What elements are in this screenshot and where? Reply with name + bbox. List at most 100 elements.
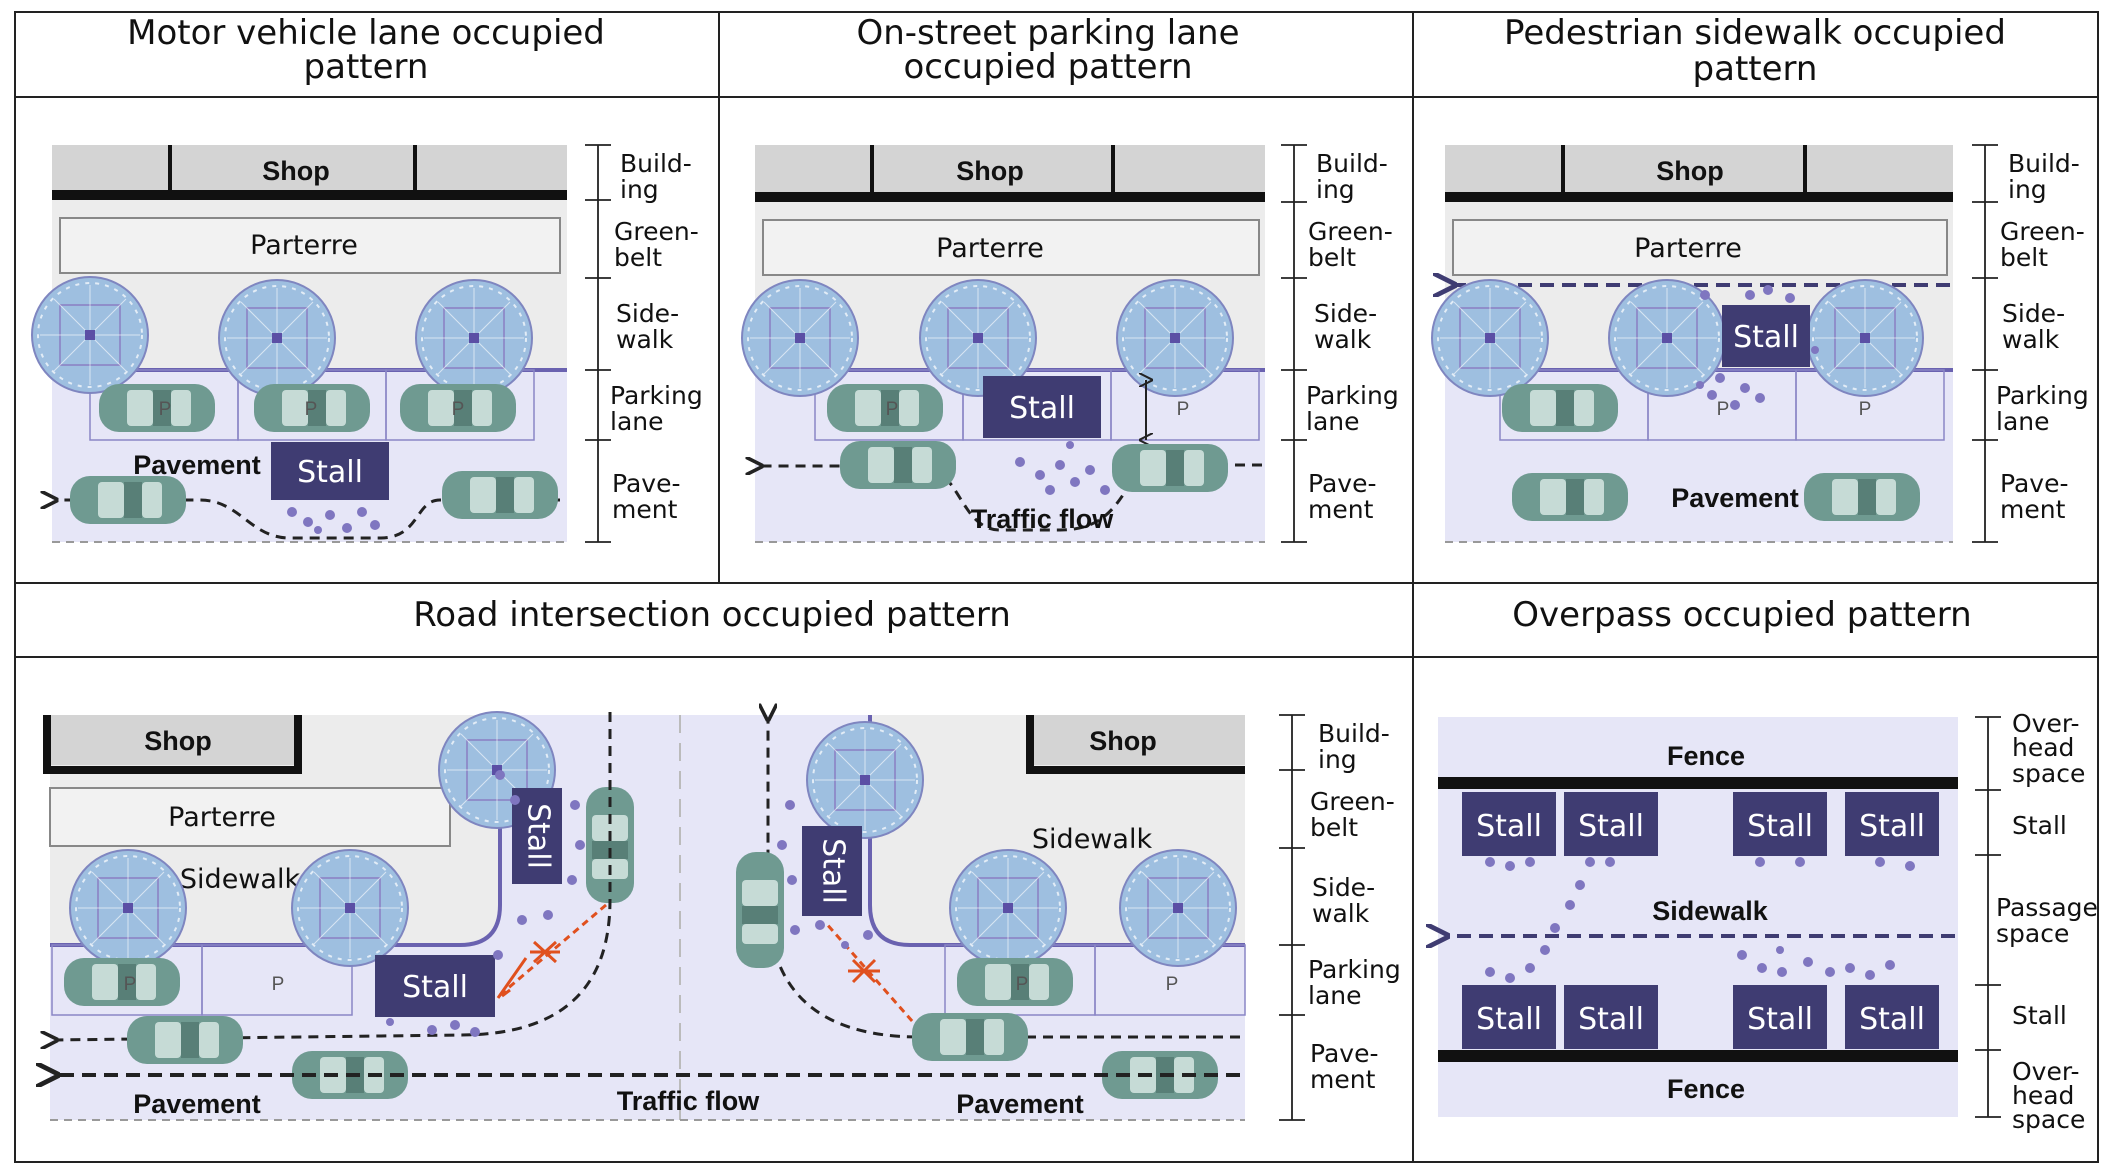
traffic-flow-label: Traffic flow: [617, 1086, 761, 1116]
stall-block: [983, 376, 1101, 438]
stall-label: Stall: [1733, 320, 1799, 355]
svg-text:lane: lane: [1308, 981, 1362, 1010]
svg-text:space: space: [2012, 1105, 2085, 1134]
parterre: [762, 219, 1260, 276]
shop-label: Shop: [1089, 726, 1157, 756]
svg-text:ing: ing: [620, 175, 659, 204]
svg-text:walk: walk: [1312, 899, 1370, 928]
sidewalk-label: Sidewalk: [1652, 896, 1769, 926]
shop-label: Shop: [144, 726, 212, 756]
svg-text:belt: belt: [1308, 243, 1356, 272]
fence-label: Fence: [1667, 1074, 1745, 1104]
pavement-label: Pavement: [956, 1089, 1084, 1119]
tree-icon: [1116, 279, 1234, 397]
svg-text:Pave-: Pave-: [2000, 469, 2068, 498]
dim-label-building: Build-: [620, 149, 692, 178]
crowd-dots: [287, 507, 380, 534]
dimension-scale: [1279, 714, 1305, 1121]
crowd-dots: [1485, 857, 1915, 983]
svg-text:ing: ing: [1316, 175, 1355, 204]
panel-intersection: Shop Parterre Sidewalk P P Stall Stall S…: [47, 712, 1401, 1121]
svg-text:walk: walk: [2002, 325, 2060, 354]
svg-text:Side-: Side-: [1314, 299, 1377, 328]
parterre: [59, 217, 561, 274]
fence-label: Fence: [1667, 741, 1745, 771]
svg-text:ing: ing: [1318, 745, 1357, 774]
stall-block: [1722, 305, 1810, 367]
panel-motor-vehicle: Shop Parterre P P P Pavement Stall: [31, 144, 703, 543]
parking-marker: P: [159, 399, 172, 420]
stall-label: Stall: [1009, 391, 1075, 426]
panel-title-motor-vehicle-line1: Motor vehicle lane occupied: [127, 13, 605, 53]
svg-text:ment: ment: [1308, 495, 1374, 524]
stall-block: [1564, 985, 1658, 1049]
parked-car-icon: [1502, 384, 1618, 432]
svg-text:walk: walk: [616, 325, 674, 354]
svg-text:P: P: [1177, 399, 1190, 420]
stall-block: [1462, 985, 1556, 1049]
svg-text:walk: walk: [1314, 325, 1372, 354]
dim-label-sidewalk: Side-: [616, 299, 679, 328]
svg-text:Green-: Green-: [2000, 217, 2085, 246]
panel-title-parking-line1: On-street parking lane: [856, 13, 1239, 53]
stall-label: Stall: [1476, 1002, 1542, 1037]
dimension-scale: [1972, 144, 1998, 543]
shop-label: Shop: [262, 156, 330, 186]
svg-text:Side-: Side-: [2002, 299, 2065, 328]
moving-car-icon: [127, 1016, 243, 1064]
parterre: [49, 787, 451, 847]
panel-title-intersection: Road intersection occupied pattern: [413, 595, 1011, 635]
svg-text:head: head: [2012, 1081, 2074, 1110]
panel-title-sidewalk-line2: pattern: [1693, 49, 1818, 89]
svg-text:space: space: [2012, 759, 2085, 788]
tree-icon: [806, 721, 924, 839]
dim-label-stall: Stall: [2012, 811, 2067, 840]
tree-icon: [1431, 279, 1549, 397]
stall-label: Stall: [816, 838, 851, 904]
panel-title-sidewalk-line1: Pedestrian sidewalk occupied: [1504, 13, 2006, 53]
svg-text:ment: ment: [612, 495, 678, 524]
stall-label: Stall: [521, 803, 556, 869]
stall-label: Stall: [1747, 809, 1813, 844]
stall-block: [375, 955, 495, 1017]
svg-text:P: P: [1016, 974, 1029, 995]
stall-label: Stall: [1859, 1002, 1925, 1037]
svg-text:belt: belt: [614, 243, 662, 272]
parking-marker: P: [305, 399, 318, 420]
svg-text:Pave-: Pave-: [1310, 1039, 1378, 1068]
panel-title-motor-vehicle-line2: pattern: [304, 47, 429, 87]
stall-block: [802, 826, 862, 916]
parterre-label: Parterre: [1634, 233, 1742, 264]
stall-label: Stall: [402, 970, 468, 1005]
parterre-label: Parterre: [936, 233, 1044, 264]
tree-icon: [31, 276, 149, 394]
tree-icon: [741, 279, 859, 397]
traffic-flow-arrow: [55, 500, 560, 540]
conflict-icon: [848, 958, 880, 984]
dimension-scale: [585, 144, 611, 543]
crowd-dots: [1696, 285, 1819, 410]
conflict-icon: [530, 940, 560, 964]
panel-overpass: Fence Fence Stall Stall Stall Stall Stal…: [1438, 709, 2098, 1134]
dim-label-stall: Stall: [2012, 1001, 2067, 1030]
svg-text:Pave-: Pave-: [1308, 469, 1376, 498]
moving-car-icon: [442, 471, 558, 519]
stall-label: Stall: [1476, 809, 1542, 844]
dim-label-pavement: Pave-: [612, 469, 680, 498]
stall-block: [1564, 792, 1658, 856]
crowd-dots: [1015, 441, 1110, 495]
tree-icon: [415, 279, 533, 397]
svg-text:P: P: [1717, 399, 1730, 420]
stall-block: [271, 442, 389, 500]
svg-text:Parking: Parking: [1306, 381, 1399, 410]
svg-text:Parking: Parking: [1308, 955, 1401, 984]
stall-label: Stall: [1859, 809, 1925, 844]
svg-text:Parking: Parking: [1996, 381, 2089, 410]
tree-icon: [291, 849, 409, 967]
tree-icon: [69, 849, 187, 967]
svg-text:lane: lane: [1306, 407, 1360, 436]
parked-car-icon: [64, 958, 180, 1006]
crowd-dots: [386, 770, 873, 1037]
parking-marker: P: [452, 399, 465, 420]
svg-text:P: P: [1166, 974, 1179, 995]
